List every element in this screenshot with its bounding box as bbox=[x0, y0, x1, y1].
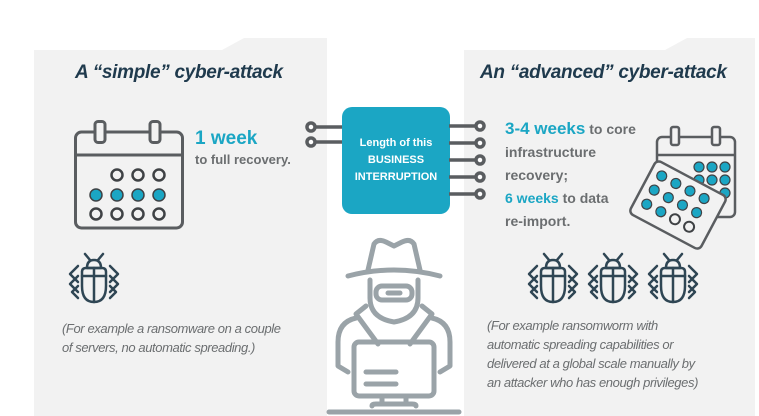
box-line: Length of this bbox=[359, 137, 433, 149]
right-panel-bg bbox=[464, 38, 755, 416]
bug-icon bbox=[527, 252, 579, 304]
right-description: (For example ransomworm with automatic s… bbox=[487, 316, 752, 392]
left-description-line: (For example a ransomware on a couple bbox=[62, 321, 281, 336]
bug-icons-row bbox=[525, 252, 701, 304]
bug-icon bbox=[587, 252, 639, 304]
right-panel-title: An “advanced” cyber-attack bbox=[480, 62, 727, 83]
bug-icon bbox=[647, 252, 699, 304]
right-duration-text-2: infrastructure bbox=[505, 144, 597, 160]
right-description-line: automatic spreading capabilities or bbox=[487, 337, 674, 352]
box-line: BUSINESS bbox=[367, 154, 425, 166]
right-duration-text-4: to data bbox=[562, 190, 609, 206]
right-duration-highlight-2: 6 weeks bbox=[505, 190, 559, 206]
right-duration-text-1: to core bbox=[589, 121, 636, 137]
left-panel-title: A “simple” cyber-attack bbox=[75, 62, 283, 83]
calendar-icon bbox=[74, 120, 184, 230]
right-description-line: an attacker who has enough privileges) bbox=[487, 375, 698, 390]
right-duration-text-3: recovery; bbox=[505, 167, 569, 183]
right-duration: 3-4 weeks to core infrastructure recover… bbox=[505, 117, 636, 233]
right-description-line: (For example ransomworm with bbox=[487, 318, 658, 333]
left-duration: 1 week to full recovery. bbox=[195, 128, 291, 167]
right-connectors bbox=[449, 120, 486, 200]
bug-icon bbox=[68, 252, 120, 304]
stacked-calendars-icon bbox=[629, 125, 737, 250]
business-interruption-box: Length of this BUSINESS INTERRUPTION bbox=[342, 107, 450, 214]
left-duration-highlight: 1 week bbox=[195, 128, 258, 149]
hacker-at-computer-icon bbox=[326, 237, 462, 415]
left-duration-text: to full recovery. bbox=[195, 152, 291, 167]
left-description: (For example a ransomware on a couple of… bbox=[62, 319, 322, 357]
right-duration-highlight-1: 3-4 weeks bbox=[505, 119, 586, 138]
right-description-line: delivered at a global scale manually by bbox=[487, 356, 695, 371]
right-duration-text-5: re-import. bbox=[505, 213, 571, 229]
left-connectors bbox=[305, 121, 344, 148]
box-line: INTERRUPTION bbox=[354, 171, 438, 183]
left-description-line: of servers, no automatic spreading.) bbox=[62, 340, 255, 355]
